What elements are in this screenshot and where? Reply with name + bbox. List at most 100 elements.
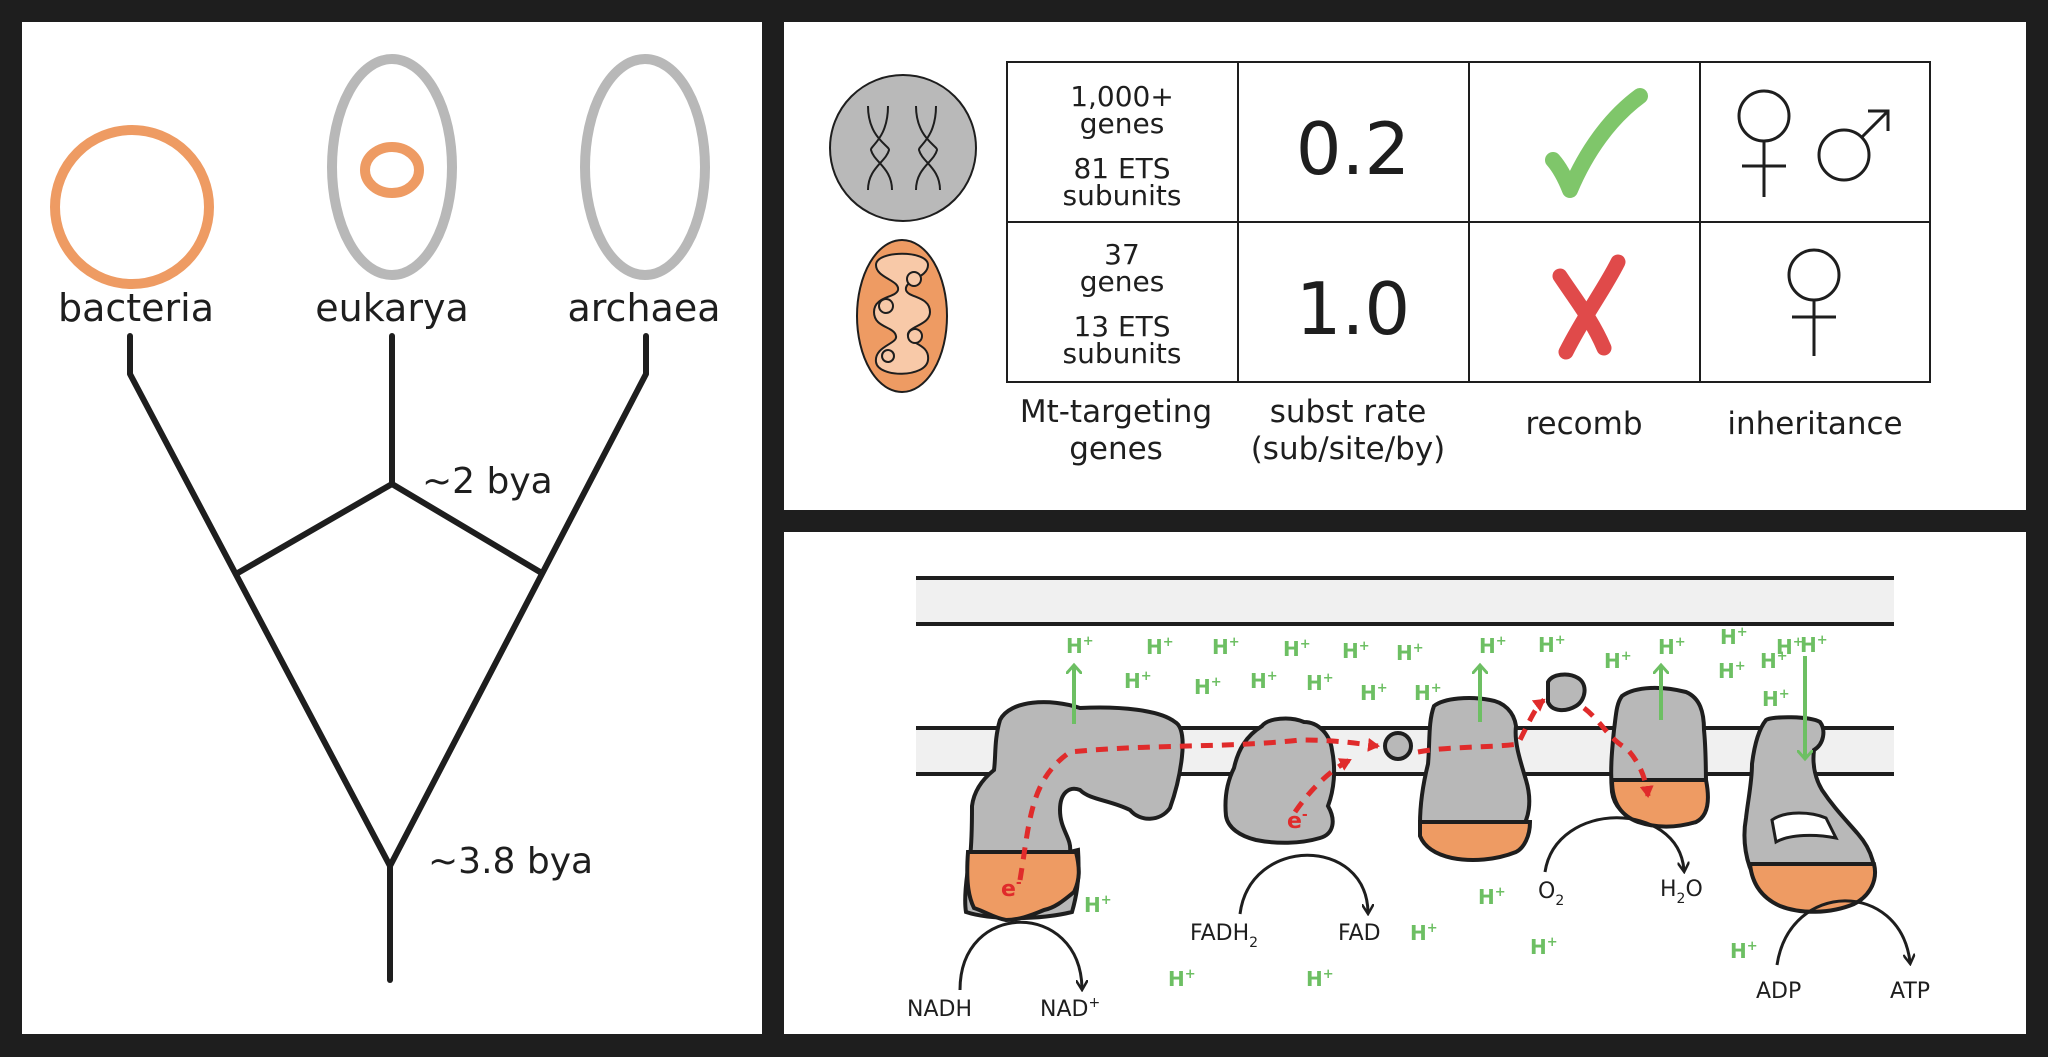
eukarya-cell-icon	[327, 54, 457, 280]
proton-label: H+	[1066, 634, 1094, 658]
proton-label: H+	[1479, 634, 1507, 658]
atp-reaction-arrow	[1775, 899, 1910, 965]
row2-genes-line2: genes	[1080, 265, 1165, 298]
check-icon	[1545, 88, 1648, 198]
proton-label: H+	[1396, 641, 1424, 665]
nucleus-icon	[829, 74, 977, 222]
proton-label: H+	[1730, 939, 1758, 963]
proton-label: H+	[1342, 639, 1370, 663]
genome-comparison-panel: 1,000+ genes 81 ETS subunits 0.2 37 gene…	[784, 22, 2026, 510]
proton-label: H+	[1776, 635, 1804, 659]
col-label-mt-line2: genes	[1069, 431, 1163, 467]
proton-label: H+	[1720, 625, 1748, 649]
eukarya-mitochondrion-icon	[360, 142, 424, 198]
electron-label-complex-i: e-	[1001, 875, 1022, 902]
proton-labels: H+H+H+H+H+H+H+H+H+H+H+H+H+H+H+H+H+H+H+H+…	[1066, 625, 1828, 991]
phylogenetic-tree	[127, 333, 649, 983]
row1-ets-line2: subunits	[1063, 179, 1182, 212]
row2-genes-line1: 37	[1104, 238, 1140, 271]
row1-subst-rate: 0.2	[1296, 107, 1411, 191]
female-symbol-icon	[1737, 89, 1791, 197]
bacteria-branch	[127, 333, 393, 869]
electron-label-complex-ii: e-	[1287, 807, 1308, 834]
molecule-labels: NADH NAD+ FADH2 FAD O2 H2O ADP ATP	[907, 877, 1930, 1022]
table-row-mitochondrial: 37 genes 13 ETS subunits 1.0	[1063, 238, 1841, 370]
table-row-nuclear: 1,000+ genes 81 ETS subunits 0.2	[1063, 80, 1890, 212]
proton-label: H+	[1168, 967, 1196, 991]
proton-label: H+	[1760, 649, 1788, 673]
row2-ets-line1: 13 ETS	[1073, 310, 1170, 343]
proton-label: H+	[1146, 635, 1174, 659]
col-label-mt-line1: Mt-targeting	[1020, 394, 1212, 430]
proton-label: H+	[1194, 675, 1222, 699]
nadh-label: NADH	[907, 997, 972, 1022]
proton-label: H+	[1124, 669, 1152, 693]
oxygen-label: O2	[1538, 879, 1564, 909]
reaction-arrows	[958, 816, 1910, 990]
proton-label: H+	[1360, 681, 1388, 705]
tree-panel: bacteria eukarya archaea ~2 bya ~3.8 bya	[22, 22, 762, 1034]
atp-synthase	[1742, 715, 1877, 914]
proton-label: H+	[1306, 967, 1334, 991]
proton-label: H+	[1800, 633, 1828, 657]
row1-ets-line1: 81 ETS	[1073, 152, 1170, 185]
male-symbol-icon	[1817, 109, 1890, 182]
proton-label: H+	[1084, 893, 1112, 917]
row2-subst-rate: 1.0	[1296, 267, 1411, 351]
proton-label: H+	[1478, 885, 1506, 909]
adp-label: ADP	[1756, 979, 1801, 1004]
complex-iii	[1417, 696, 1533, 862]
proton-label: H+	[1212, 635, 1240, 659]
female-symbol-icon-row2	[1787, 248, 1841, 356]
col-label-inheritance: inheritance	[1727, 406, 1902, 442]
col-label-rate-line2: (sub/site/by)	[1251, 431, 1446, 467]
ets-panel: e- e- H+H+H+H+H+H+H+H+H+H+H+H+H+H+H+H+H+…	[784, 532, 2026, 1034]
complex-i	[963, 700, 1185, 923]
proton-label: H+	[1762, 687, 1790, 711]
proton-pump-arrows	[1074, 656, 1805, 758]
col-label-rate-line1: subst rate	[1270, 394, 1427, 430]
proton-label: H+	[1530, 935, 1558, 959]
split-recent-label: ~2 bya	[422, 461, 553, 502]
electron-labels: e- e-	[1001, 807, 1308, 902]
eukarya-label: eukarya	[315, 286, 468, 330]
proton-label: H+	[1250, 669, 1278, 693]
proton-label: H+	[1283, 637, 1311, 661]
nad-plus-label: NAD+	[1040, 995, 1100, 1022]
bacteria-label: bacteria	[58, 286, 214, 330]
genome-panel-bg	[784, 22, 2026, 510]
comparison-table-grid	[1006, 61, 1931, 383]
proton-label: H+	[1604, 649, 1632, 673]
coenzyme-q	[1383, 731, 1413, 761]
cross-icon	[1552, 254, 1626, 360]
nadh-reaction-arrow	[958, 920, 1082, 990]
archaea-cell-icon	[580, 54, 710, 280]
proton-label: H+	[1414, 681, 1442, 705]
fadh2-label: FADH2	[1190, 921, 1258, 951]
proton-label: H+	[1538, 633, 1566, 657]
row1-genes-line2: genes	[1080, 107, 1165, 140]
proton-label: H+	[1410, 921, 1438, 945]
complex-ii	[1223, 716, 1337, 845]
split-root-label: ~3.8 bya	[428, 841, 593, 882]
col-label-recomb: recomb	[1525, 406, 1642, 442]
fad-label: FAD	[1338, 921, 1381, 946]
mitochondrion-icon	[856, 239, 948, 393]
archaea-branch	[387, 333, 649, 869]
eukaryote-origin-branch	[233, 481, 543, 577]
electron-transfer-path	[1017, 698, 1654, 881]
proton-label: H+	[1658, 635, 1686, 659]
fadh2-reaction-arrow	[1238, 853, 1368, 914]
cytochrome-c	[1546, 672, 1587, 713]
bacteria-cell-icon	[50, 125, 214, 289]
proton-label: H+	[1718, 659, 1746, 683]
proton-label: H+	[1306, 671, 1334, 695]
outer-membrane	[916, 578, 1894, 624]
row1-genes-line1: 1,000+	[1070, 80, 1174, 113]
complex-iv	[1609, 685, 1710, 829]
oxygen-reaction-arrow	[1543, 816, 1684, 872]
archaea-label: archaea	[567, 286, 720, 330]
water-label: H2O	[1660, 877, 1703, 907]
atp-label: ATP	[1890, 979, 1930, 1004]
row2-ets-line2: subunits	[1063, 337, 1182, 370]
